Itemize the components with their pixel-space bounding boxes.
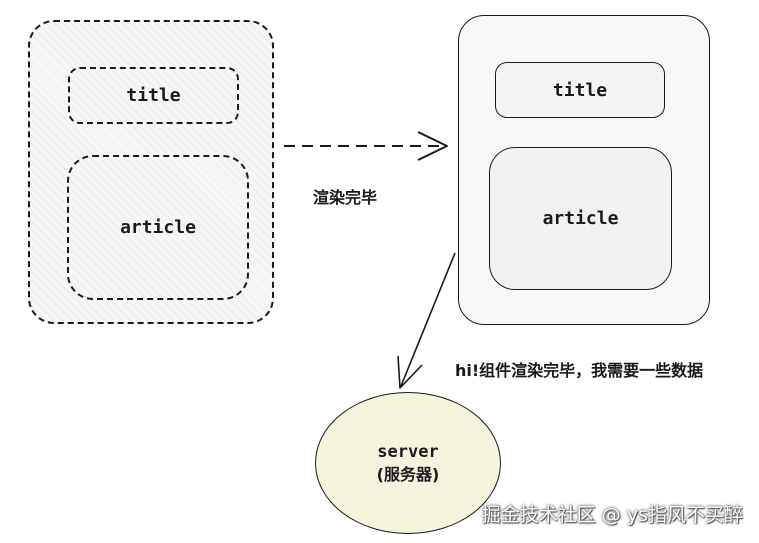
left-title-block <box>68 67 239 124</box>
left-article-label: article <box>120 217 196 238</box>
server-node: server (服务器) <box>315 392 501 534</box>
watermark-text: 掘金技术社区 @ ys指风不买醉 <box>481 504 743 526</box>
server-subtitle: (服务器) <box>376 465 440 484</box>
right-title-label: title <box>552 79 608 101</box>
request-label: hi!组件渲染完毕，我需要一些数据 <box>455 361 704 380</box>
request-arrowhead <box>397 355 423 389</box>
left-article-block <box>67 155 249 300</box>
right-article-label: article <box>542 208 619 229</box>
request-arrow <box>400 252 456 387</box>
render-done-label: 渲染完毕 <box>313 188 378 207</box>
left-title-label: title <box>126 85 181 106</box>
right-article-block <box>489 147 672 290</box>
server-name: server <box>377 442 439 462</box>
render-done-arrowhead <box>417 131 448 161</box>
right-title-block <box>495 62 665 118</box>
